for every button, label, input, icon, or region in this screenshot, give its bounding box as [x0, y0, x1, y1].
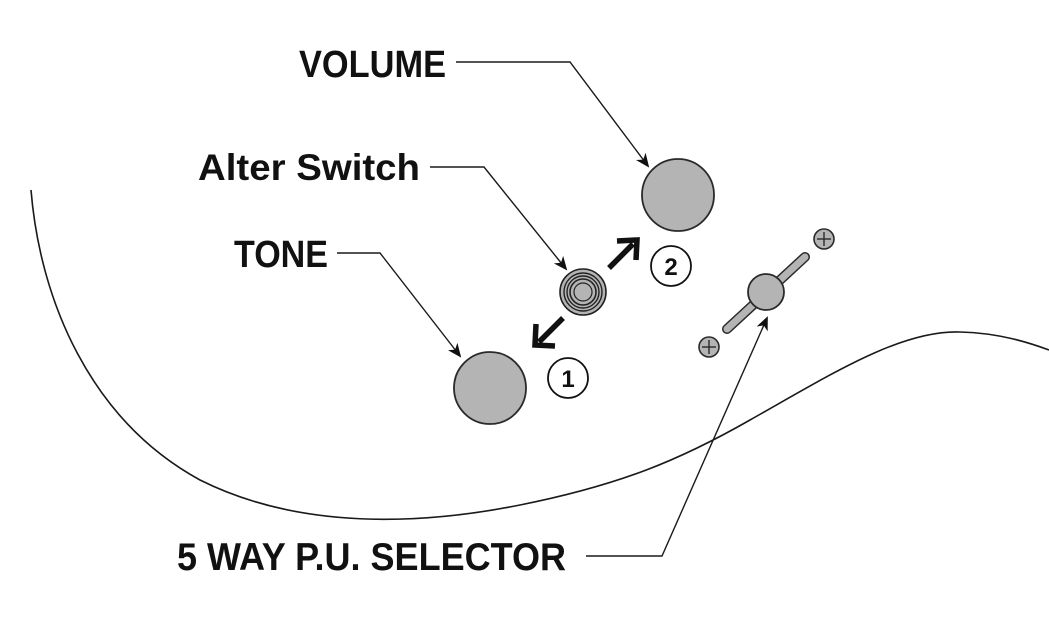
selector-tip[interactable]: [747, 273, 785, 311]
alter-switch-leader-line: [430, 166, 568, 271]
selector-leader-line: [586, 316, 768, 557]
alter-switch[interactable]: [559, 268, 607, 316]
five-way-selector[interactable]: [722, 252, 810, 334]
screw-icon: [698, 336, 720, 358]
volume-leader-line: [456, 61, 650, 168]
position-2-number: 2: [664, 254, 677, 281]
tone-knob[interactable]: [453, 351, 527, 425]
volume-knob[interactable]: [641, 158, 715, 232]
tone-label: TONE: [234, 234, 328, 276]
screw-icon: [813, 228, 835, 250]
alter-switch-label: Alter Switch: [198, 147, 420, 188]
tone-leader-line: [337, 252, 462, 358]
position-1-marker: 1: [547, 357, 589, 399]
position-1-number: 1: [561, 366, 574, 393]
volume-label: VOLUME: [299, 44, 446, 86]
selector-label: 5 WAY P.U. SELECTOR: [177, 536, 566, 579]
arrow-down-left-icon: [532, 316, 565, 349]
position-2-marker: 2: [650, 245, 692, 287]
arrow-up-right-icon: [607, 237, 640, 270]
guitar-body-outline: [30, 189, 1049, 521]
